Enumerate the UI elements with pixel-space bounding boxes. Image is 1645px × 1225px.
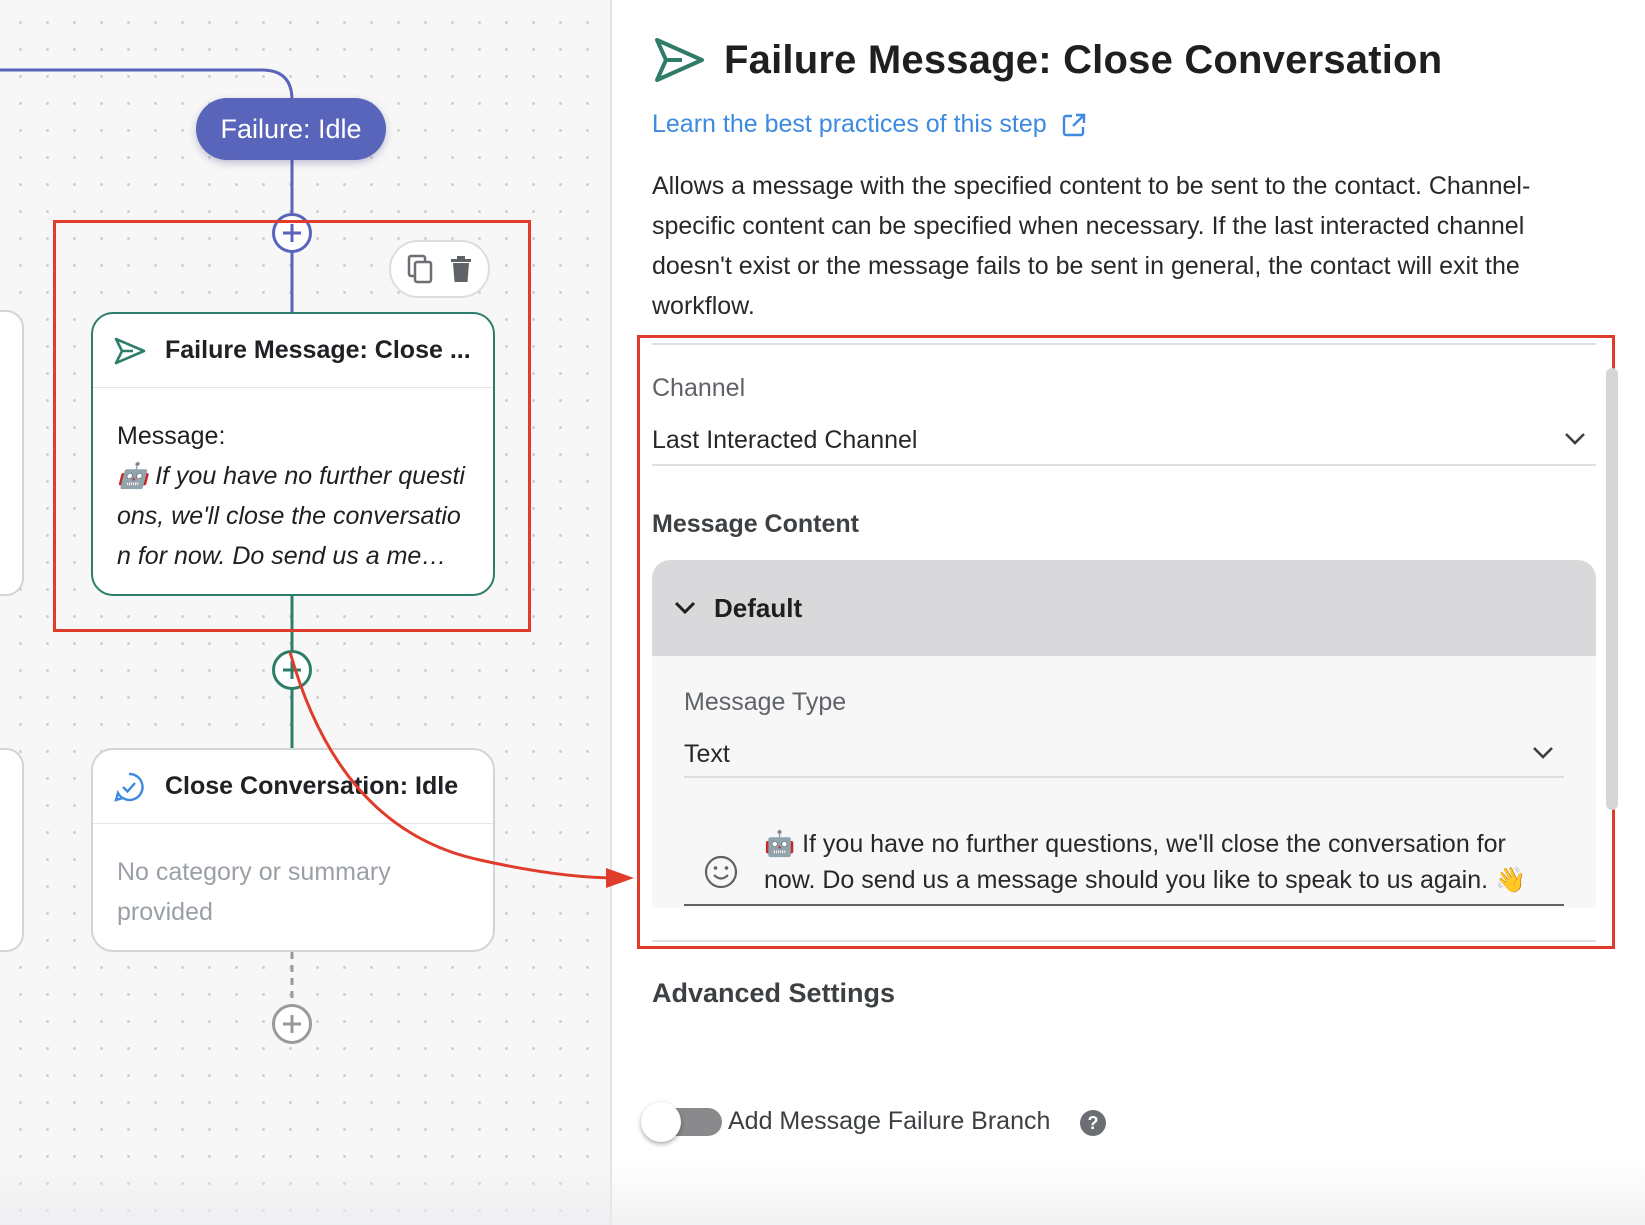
channel-value: Last Interacted Channel [652,426,918,454]
chevron-down-icon [1533,747,1553,759]
scrollbar[interactable] [1606,368,1618,810]
external-link-icon [1062,113,1085,136]
failure-message-node[interactable]: Failure Message: Close ... Message: 🤖 If… [91,312,495,596]
step-description: Allows a message with the specified cont… [652,172,1531,320]
copy-icon[interactable] [406,254,434,284]
default-section-label: Default [714,592,803,623]
toggle-knob[interactable] [641,1102,681,1142]
message-text-underline [684,904,1564,906]
divider [652,343,1596,345]
panel-title: Failure Message: Close Conversation [724,37,1443,82]
node-actions [389,240,490,298]
panel-header: Failure Message: Close Conversation [652,36,1442,84]
add-step-button[interactable] [272,213,312,253]
highlight-box [53,220,531,632]
divider [652,940,1596,942]
message-content-title: Message Content [652,510,859,538]
node-summary: No category or summary provided [117,858,391,926]
step-settings-panel: Failure Message: Close Conversation Lear… [614,0,1645,1225]
node-body: Message: 🤖 If you have no further questi… [93,388,493,576]
advanced-settings-title: Advanced Settings [652,978,896,1008]
send-icon [113,334,147,368]
help-icon[interactable]: ? [1080,1110,1106,1136]
best-practices-link[interactable]: Learn the best practices of this step [652,110,1087,139]
message-text-input[interactable]: 🤖 If you have no further questions, we'l… [764,830,1527,894]
check-badge-icon [113,770,147,804]
plus-icon [283,1015,301,1033]
node-title: Close Conversation: Idle [165,772,459,800]
emoji-picker-icon[interactable] [704,855,738,889]
node-title: Failure Message: Close ... [165,336,471,364]
plus-icon [283,224,301,242]
message-preview: 🤖 If you have no further questions, we'l… [117,462,465,570]
offscreen-node-card[interactable] [0,748,24,952]
chevron-down-icon [674,601,696,615]
trash-icon[interactable] [449,255,473,283]
plus-icon [283,661,301,679]
failure-idle-pill[interactable]: Failure: Idle [196,98,386,160]
message-type-select[interactable]: Text [684,734,1564,776]
add-step-button[interactable] [272,1004,312,1044]
failure-branch-label: Add Message Failure Branch [728,1107,1051,1135]
workflow-canvas[interactable]: Failure: Idle Failure Message: Close ...… [0,0,612,1225]
channel-label: Channel [652,374,746,402]
node-header: Failure Message: Close ... [93,314,493,388]
message-label: Message: [117,422,226,450]
chevron-down-icon [1565,433,1585,445]
offscreen-node-card[interactable] [0,310,24,596]
message-type-value: Text [684,740,730,768]
channel-underline [652,464,1596,466]
channel-select[interactable]: Last Interacted Channel [652,420,1596,464]
default-section-body [652,656,1596,908]
add-step-button[interactable] [272,650,312,690]
node-header: Close Conversation: Idle [93,750,493,824]
default-section-toggle[interactable]: Default [652,560,1596,656]
message-type-label: Message Type [684,688,847,716]
close-conversation-node[interactable]: Close Conversation: Idle No category or … [91,748,495,952]
best-practices-label: Learn the best practices of this step [652,110,1047,138]
node-body: No category or summary provided [93,824,493,932]
message-type-underline [684,776,1564,778]
send-icon [655,38,704,82]
